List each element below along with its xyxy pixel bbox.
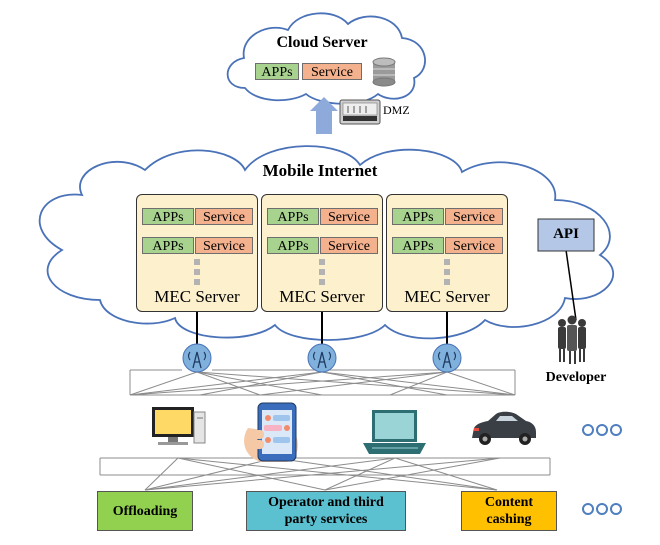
cloud-service-chip: Service — [302, 63, 362, 80]
database-icon — [372, 57, 396, 87]
apps-chip: APPs — [142, 237, 194, 254]
mec-server-box: APPs Service APPs Service MEC Server — [136, 194, 258, 312]
mec-server-name: MEC Server — [279, 287, 365, 306]
apps-chip: APPs — [267, 208, 319, 225]
service-chip: Service — [445, 237, 503, 254]
developer-label: Developer — [545, 370, 607, 385]
ellipsis-dot — [194, 269, 200, 275]
api-developer-link — [565, 249, 577, 321]
ellipsis-dot — [319, 269, 325, 275]
dmz-label: DMZ — [383, 103, 410, 117]
cloud-apps-chip: APPs — [255, 63, 299, 80]
mobile-internet-title: Mobile Internet — [262, 161, 378, 180]
category-offloading: Offloading — [97, 491, 193, 531]
service-chip: Service — [195, 237, 253, 254]
up-arrow-icon — [310, 97, 338, 134]
more-devices-icon — [582, 424, 624, 441]
mec-server-name: MEC Server — [154, 287, 240, 306]
base-station-icon — [432, 343, 462, 373]
ellipsis-dot — [319, 259, 325, 265]
category-content-cashing: Content cashing — [461, 491, 557, 531]
smartphone-icon — [244, 402, 298, 462]
developer-group-icon — [558, 315, 586, 364]
car-icon — [472, 411, 536, 445]
ellipsis-dot — [194, 259, 200, 265]
cloud-server-cloud — [226, 12, 426, 105]
ellipsis-dot — [444, 279, 450, 285]
api-box — [537, 218, 595, 252]
ellipsis-dot — [194, 279, 200, 285]
desktop-computer-icon — [152, 407, 206, 445]
dmz-firewall-icon — [339, 99, 381, 125]
service-chip: Service — [445, 208, 503, 225]
ellipsis-dot — [319, 279, 325, 285]
ellipsis-dot — [444, 269, 450, 275]
apps-chip: APPs — [392, 237, 444, 254]
mec-server-box: APPs Service APPs Service MEC Server — [261, 194, 383, 312]
laptop-icon — [363, 410, 426, 454]
more-categories-icon — [582, 503, 624, 520]
api-label: API — [553, 226, 579, 242]
base-station-icon — [307, 343, 337, 373]
mec-server-name: MEC Server — [404, 287, 490, 306]
category-operator-third-party: Operator and third party services — [246, 491, 406, 531]
service-chip: Service — [320, 237, 378, 254]
service-chip: Service — [195, 208, 253, 225]
service-chip: Service — [320, 208, 378, 225]
ellipsis-dot — [444, 259, 450, 265]
base-station-icon — [182, 343, 212, 373]
apps-chip: APPs — [392, 208, 444, 225]
mec-server-box: APPs Service APPs Service MEC Server — [386, 194, 508, 312]
apps-chip: APPs — [142, 208, 194, 225]
tower-device-mesh — [129, 369, 516, 396]
apps-chip: APPs — [267, 237, 319, 254]
device-category-mesh — [99, 457, 551, 491]
cloud-server-title: Cloud Server — [276, 34, 368, 51]
